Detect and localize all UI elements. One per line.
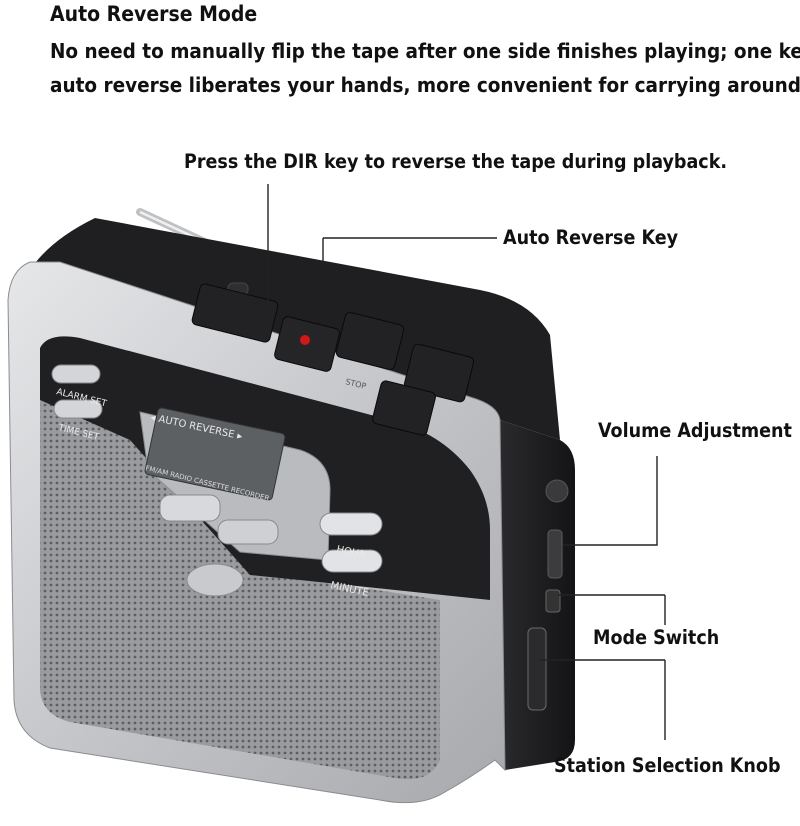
- description-line-2: auto reverse liberates your hands, more …: [50, 73, 800, 97]
- headphone-jack: [545, 479, 569, 503]
- stop-key[interactable]: [372, 380, 437, 436]
- description-line-1: No need to manually flip the tape after …: [50, 39, 800, 63]
- hour-button[interactable]: [319, 512, 383, 536]
- volume-dial[interactable]: [547, 529, 563, 579]
- minute-button[interactable]: [321, 549, 383, 573]
- time-set-button[interactable]: [53, 399, 103, 419]
- callout-auto-reverse-key: Auto Reverse Key: [503, 226, 679, 249]
- callout-volume-adjustment: Volume Adjustment: [598, 419, 792, 442]
- alarm-set-button[interactable]: [51, 364, 101, 384]
- callout-mode-switch: Mode Switch: [593, 626, 720, 649]
- station-knob[interactable]: [527, 627, 547, 711]
- record-dot: [300, 335, 310, 345]
- page-title: Auto Reverse Mode: [50, 2, 258, 26]
- description: No need to manually flip the tape after …: [50, 34, 800, 102]
- speaker-grille: [40, 360, 440, 780]
- lcd-display: [144, 407, 286, 501]
- play-key[interactable]: [335, 311, 405, 371]
- device-side: [500, 420, 575, 770]
- mode-switch[interactable]: [545, 589, 561, 613]
- rewind-button-silver[interactable]: [217, 519, 279, 545]
- callout-lines: [267, 184, 666, 740]
- tuning-dial[interactable]: [186, 563, 244, 597]
- rewind-key[interactable]: [191, 283, 279, 343]
- callout-station-selection-knob: Station Selection Knob: [554, 754, 781, 777]
- top-keys: [191, 282, 475, 436]
- callout-dir-key: Press the DIR key to reverse the tape du…: [184, 150, 728, 173]
- play-button-silver[interactable]: [159, 494, 221, 522]
